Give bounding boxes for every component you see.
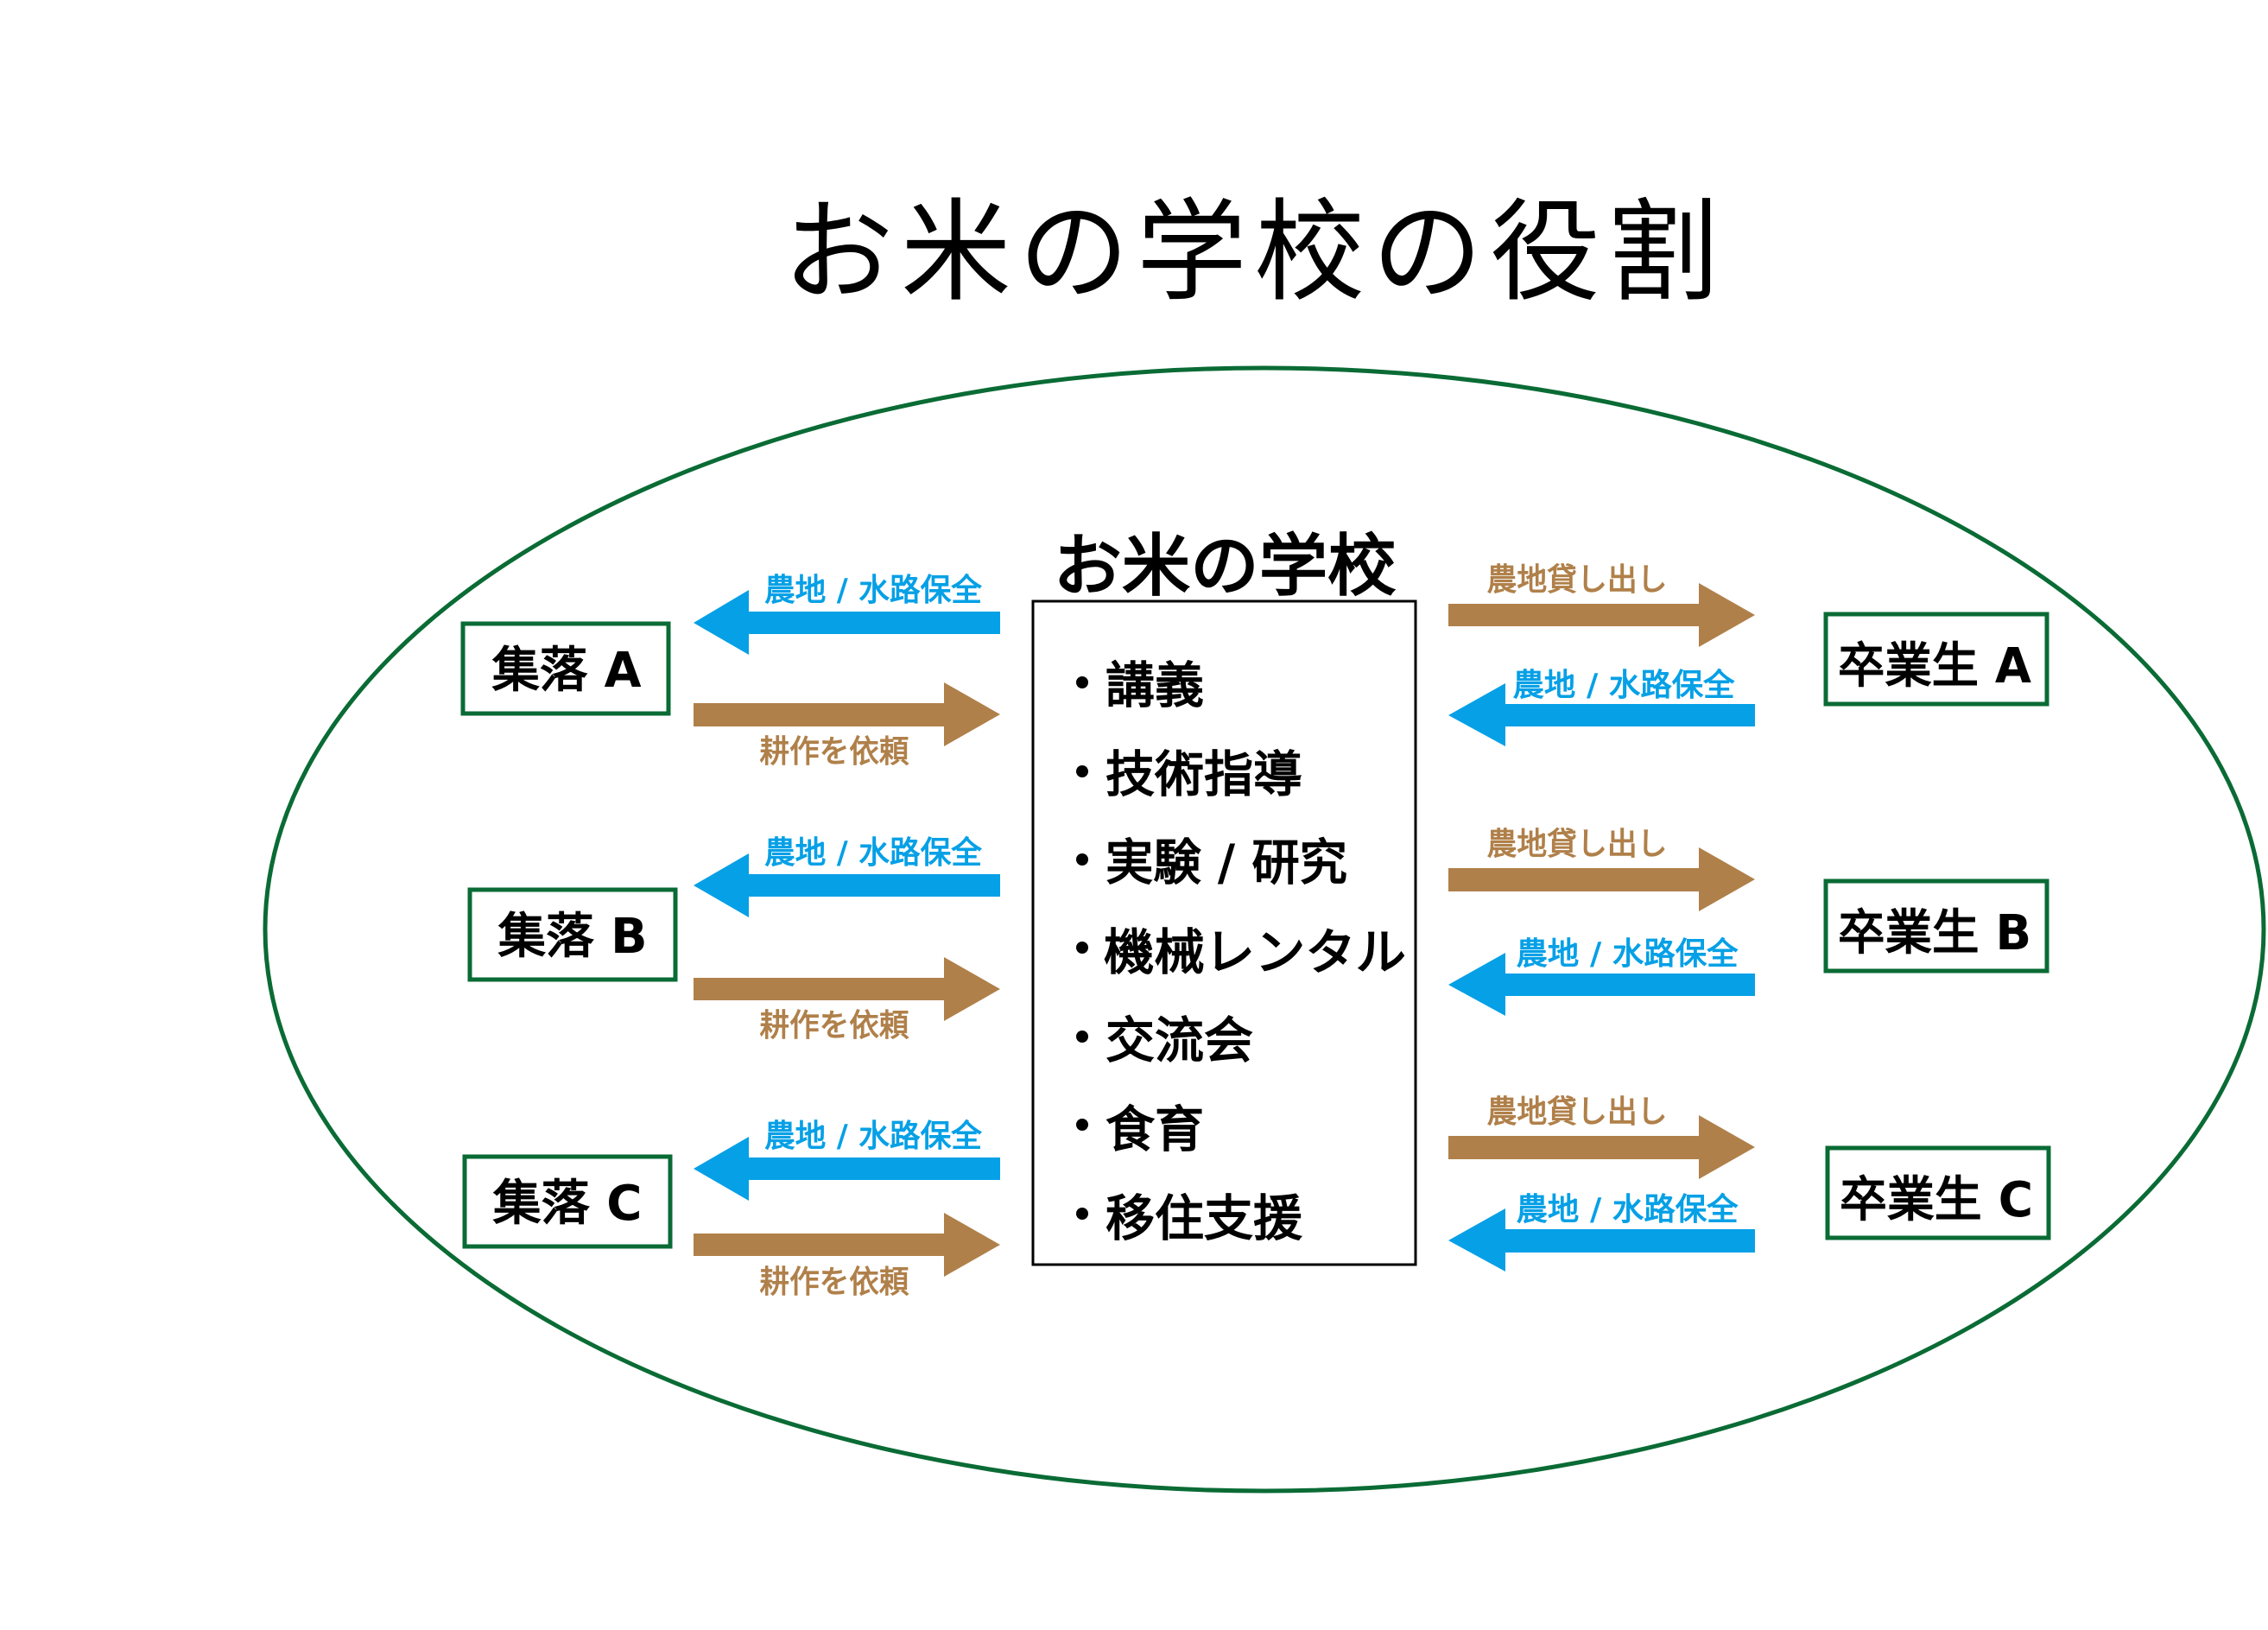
- graduate-group-b: 農地貸し出し 農地 / 水路保全 卒業生 B: [1448, 827, 2049, 1016]
- school-item-label: 講義: [1105, 657, 1204, 714]
- village-group-b: 集落 B 農地 / 水路保全 耕作を依頼: [467, 834, 1000, 1043]
- school-box: [1031, 599, 1417, 1266]
- community-ellipse: [263, 365, 2266, 1494]
- bullet-icon: [1076, 1119, 1088, 1131]
- graduate-node-a: [1823, 612, 2049, 707]
- village-label: 集落 A: [491, 643, 643, 699]
- arrow-label-to-school: 農地 / 水路保全: [1517, 1191, 1739, 1227]
- school-item-label: 移住支援: [1105, 1190, 1303, 1247]
- arrow-label-to-school: 耕作を依頼: [760, 734, 910, 770]
- arrow-left-icon: [694, 1137, 1000, 1201]
- arrow-right-icon: [1448, 583, 1755, 647]
- arrow-right-icon: [1448, 847, 1755, 911]
- bullet-icon: [1076, 942, 1088, 954]
- school-item: 実験 / 研究: [1076, 834, 1347, 891]
- arrow-right-icon: [1448, 1115, 1755, 1179]
- arrow-label-to-school: 農地 / 水路保全: [1517, 936, 1739, 972]
- arrow-left-icon: [694, 853, 1000, 917]
- village-node-c: [462, 1154, 673, 1249]
- arrow-label-to-school: 耕作を依頼: [760, 1008, 910, 1043]
- arrow-label-to-village: 農地 / 水路保全: [764, 1118, 983, 1154]
- arrow-left-icon: [1448, 683, 1755, 746]
- bullet-icon: [1076, 1208, 1088, 1220]
- school-item: 講義: [1076, 657, 1204, 714]
- arrow-label-to-school: 耕作を依頼: [760, 1265, 910, 1300]
- school-item: 移住支援: [1076, 1190, 1303, 1247]
- village-node-a: [460, 621, 671, 716]
- arrow-right-icon: [694, 957, 1000, 1021]
- graduate-label: 卒業生 B: [1838, 905, 2031, 961]
- graduate-group-c: 農地貸し出し 農地 / 水路保全 卒業生 C: [1448, 1094, 2051, 1272]
- bullet-icon: [1076, 1031, 1088, 1043]
- arrow-right-icon: [694, 682, 1000, 746]
- bullet-icon: [1076, 765, 1088, 777]
- arrow-left-icon: [694, 590, 1000, 655]
- school-item: 技術指導: [1076, 746, 1302, 803]
- school-item-list: 講義 技術指導 実験 / 研究 機械レンタル 交流会 食育 移住支援: [1076, 657, 1406, 1247]
- arrow-label-to-school: 農地 / 水路保全: [1513, 667, 1736, 703]
- graduate-node-c: [1825, 1145, 2051, 1240]
- school-item-label: 実験 / 研究: [1105, 834, 1347, 891]
- school-item: 食育: [1076, 1101, 1204, 1158]
- arrow-left-icon: [1448, 1208, 1755, 1272]
- school-heading: お米の学校: [1054, 528, 1397, 606]
- school-item: 交流会: [1076, 1012, 1253, 1069]
- village-group-c: 集落 C 農地 / 水路保全 耕作を依頼: [462, 1118, 1000, 1300]
- graduate-label: 卒業生 A: [1838, 638, 2032, 694]
- village-label: 集落 B: [497, 909, 648, 965]
- school-item-label: 食育: [1105, 1101, 1204, 1158]
- village-group-a: 集落 A 農地 / 水路保全 耕作を依頼: [460, 572, 1000, 770]
- village-node-b: [467, 887, 678, 982]
- graduate-node-b: [1823, 878, 2049, 974]
- school-item-label: 機械レンタル: [1104, 924, 1406, 981]
- arrow-right-icon: [694, 1213, 1000, 1277]
- arrow-label-to-graduate: 農地貸し出し: [1487, 562, 1668, 598]
- bullet-icon: [1076, 853, 1088, 866]
- graduate-label: 卒業生 C: [1840, 1172, 2033, 1228]
- arrow-left-icon: [1448, 953, 1755, 1016]
- arrow-label-to-village: 農地 / 水路保全: [764, 834, 983, 871]
- school-item-label: 交流会: [1105, 1012, 1253, 1069]
- village-label: 集落 C: [491, 1176, 642, 1232]
- bullet-icon: [1076, 676, 1088, 688]
- school-item: 機械レンタル: [1076, 924, 1406, 981]
- school-item-label: 技術指導: [1105, 746, 1302, 803]
- graduate-group-a: 農地貸し出し 農地 / 水路保全 卒業生 A: [1448, 562, 2049, 746]
- arrow-label-to-graduate: 農地貸し出し: [1487, 1094, 1668, 1130]
- arrow-label-to-graduate: 農地貸し出し: [1487, 827, 1668, 862]
- arrow-label-to-village: 農地 / 水路保全: [764, 572, 983, 608]
